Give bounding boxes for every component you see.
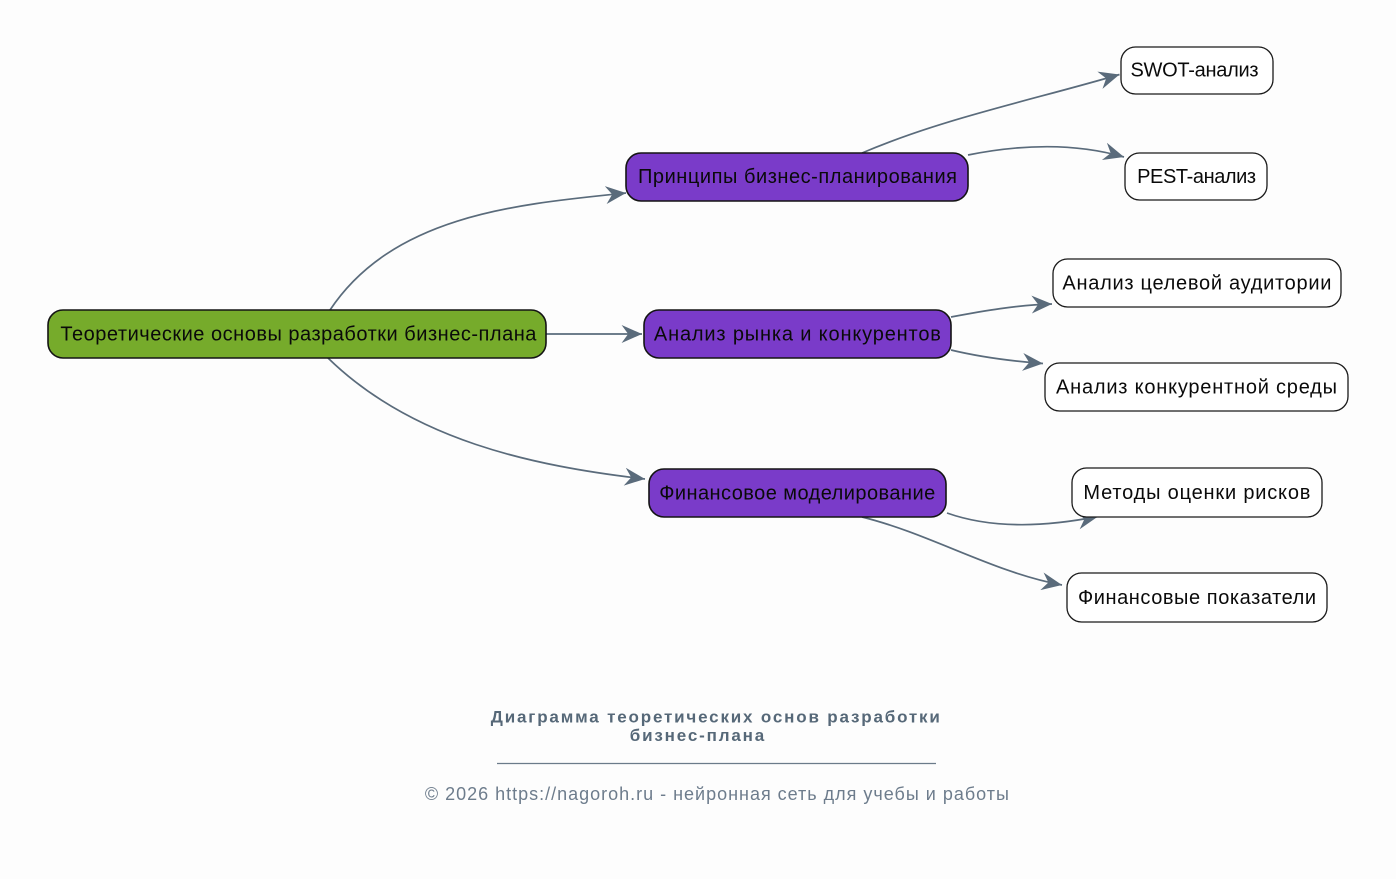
svg-text:Финансовое моделирование: Финансовое моделирование — [659, 482, 935, 504]
svg-text:Анализ целевой аудитории: Анализ целевой аудитории — [1062, 272, 1331, 294]
svg-text:Анализ конкурентной среды: Анализ конкурентной среды — [1056, 376, 1337, 398]
svg-text:SWOT-анализ: SWOT-анализ — [1131, 60, 1259, 82]
svg-text:Диаграмма теоретических основ: Диаграмма теоретических основ разработки — [491, 707, 940, 726]
svg-text:© 2026 https://nagoroh.ru - не: © 2026 https://nagoroh.ru - нейронная се… — [425, 784, 1009, 804]
svg-text:Принципы бизнес-планирования: Принципы бизнес-планирования — [638, 166, 957, 188]
svg-text:PEST-анализ: PEST-анализ — [1137, 166, 1256, 188]
svg-text:Анализ рынка и конкурентов: Анализ рынка и конкурентов — [654, 323, 941, 345]
svg-text:Финансовые показатели: Финансовые показатели — [1078, 587, 1316, 609]
svg-text:Методы оценки рисков: Методы оценки рисков — [1083, 482, 1310, 504]
svg-text:Теоретические основы разработк: Теоретические основы разработки бизнес-п… — [60, 323, 537, 345]
svg-text:бизнес-плана: бизнес-плана — [630, 726, 765, 745]
